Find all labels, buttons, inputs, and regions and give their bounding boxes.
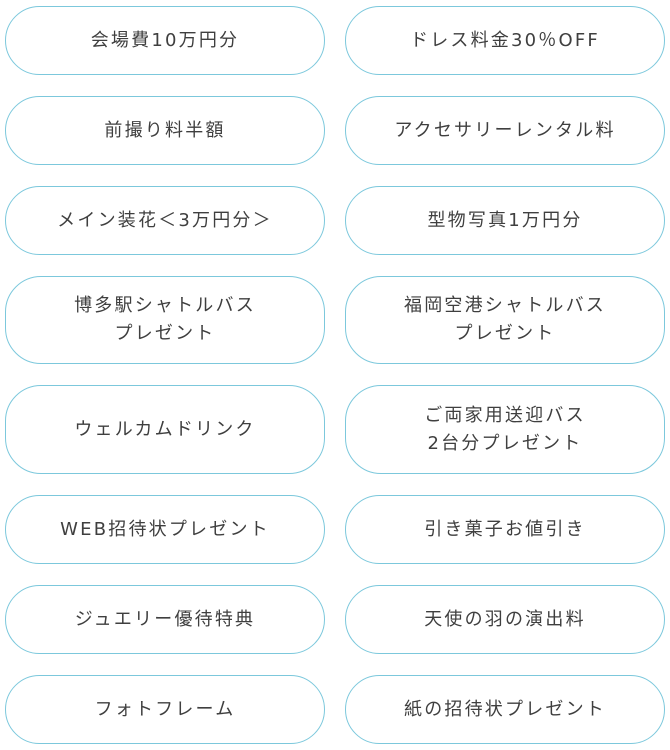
benefit-pill: 前撮り料半額	[5, 96, 325, 165]
benefit-label-line1: ご両家用送迎バス	[424, 404, 586, 426]
benefit-pill: アクセサリーレンタル料	[345, 96, 665, 165]
benefit-pill: メイン装花＜3万円分＞	[5, 186, 325, 255]
benefit-pill: フォトフレーム	[5, 675, 325, 744]
benefit-pill: 会場費10万円分	[5, 6, 325, 75]
benefit-pill: 博多駅シャトルバス プレゼント	[5, 276, 325, 364]
benefit-label: ドレス料金30％OFF	[410, 29, 600, 51]
benefit-label: 会場費10万円分	[90, 29, 240, 51]
benefit-label: フォトフレーム	[94, 698, 236, 720]
benefit-pill: WEB招待状プレゼント	[5, 495, 325, 564]
benefit-label: ウェルカムドリンク	[74, 418, 256, 440]
benefit-pill: ウェルカムドリンク	[5, 385, 325, 474]
benefit-label: アクセサリーレンタル料	[394, 119, 616, 141]
benefit-label: 紙の招待状プレゼント	[404, 698, 606, 720]
benefit-pill: ジュエリー優待特典	[5, 585, 325, 654]
benefit-pill: 福岡空港シャトルバス プレゼント	[345, 276, 665, 364]
benefit-label: 引き菓子お値引き	[424, 518, 586, 540]
benefit-pill: 型物写真1万円分	[345, 186, 665, 255]
benefit-label-line2: プレゼント	[454, 323, 556, 344]
benefit-label-line2: プレゼント	[114, 323, 216, 344]
benefit-pill: 天使の羽の演出料	[345, 585, 665, 654]
benefit-label: メイン装花＜3万円分＞	[57, 209, 273, 231]
benefit-label-line2: 2台分プレゼント	[427, 432, 583, 454]
benefit-pill: ドレス料金30％OFF	[345, 6, 665, 75]
benefit-label-line1: 博多駅シャトルバス	[74, 295, 256, 316]
benefit-pill: 引き菓子お値引き	[345, 495, 665, 564]
benefit-label: ジュエリー優待特典	[74, 608, 256, 630]
benefit-pill: 紙の招待状プレゼント	[345, 675, 665, 744]
benefit-label: WEB招待状プレゼント	[60, 518, 270, 540]
benefit-label: 型物写真1万円分	[427, 209, 583, 231]
benefit-label: 天使の羽の演出料	[424, 608, 586, 630]
benefit-label-line1: 福岡空港シャトルバス	[404, 295, 606, 316]
benefit-pill: ご両家用送迎バス 2台分プレゼント	[345, 385, 665, 474]
benefit-label: 前撮り料半額	[104, 119, 226, 141]
